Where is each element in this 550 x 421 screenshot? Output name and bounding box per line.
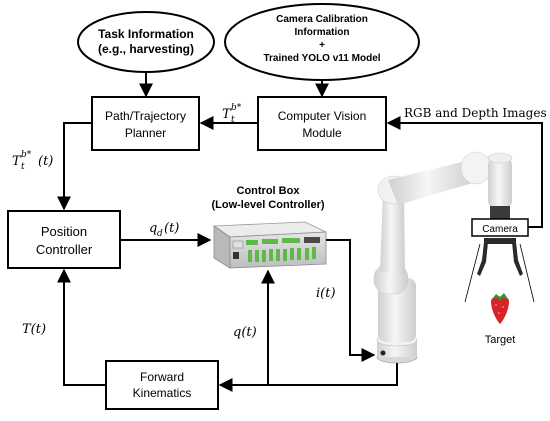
camera-calib-line2: Information — [295, 27, 350, 38]
cv-module-line1: Computer Vision — [278, 109, 367, 123]
svg-text:(t): (t) — [164, 221, 179, 236]
path-planner-node: Path/Trajectory Planner — [91, 96, 200, 151]
camera-calibration-node: Camera Calibration Information + Trained… — [224, 3, 420, 81]
path-planner-line2: Planner — [125, 126, 166, 140]
control-box-subtitle: (Low-level Controller) — [211, 199, 324, 211]
task-info-node: Task Information (e.g., harvesting) — [77, 11, 215, 73]
position-controller-node: Position Controller — [7, 210, 121, 269]
svg-text:t: t — [231, 115, 235, 125]
rgb-depth-label: RGB and Depth Images — [404, 106, 547, 120]
cv-module-node: Computer Vision Module — [257, 96, 387, 151]
strawberry-icon — [491, 293, 509, 324]
camera-calib-line1: Camera Calibration — [276, 14, 368, 25]
fov-line-left — [464, 243, 481, 303]
position-controller-line1: Position — [41, 224, 87, 239]
task-info-line2: (e.g., harvesting) — [98, 42, 194, 56]
svg-text:q: q — [149, 221, 157, 236]
svg-text:d: d — [157, 229, 163, 239]
camera-to-cv-arrow — [386, 116, 543, 228]
qd-t-label: q d (t) — [149, 221, 179, 239]
svg-text:T: T — [222, 107, 232, 122]
fov-line-right — [519, 243, 535, 303]
camera-label: Camera — [482, 224, 518, 235]
svg-text:b*: b* — [231, 103, 242, 113]
tt-bstar-t-label: T b* t (t) — [12, 150, 53, 172]
svg-text:(t): (t) — [38, 154, 53, 169]
svg-text:t: t — [21, 162, 25, 172]
q-t-label: q(t) — [233, 325, 257, 340]
robot-arm-image — [373, 151, 523, 364]
path-planner-line1: Path/Trajectory — [105, 109, 186, 123]
forward-kinematics-line1: Forward — [140, 370, 184, 384]
task-info-line1: Task Information — [98, 27, 194, 41]
planner-to-controller-arrow — [57, 122, 92, 211]
cv-module-line2: Module — [302, 126, 342, 140]
svg-text:T: T — [12, 154, 22, 169]
target-label: Target — [485, 334, 516, 346]
T-t-label: T(t) — [22, 322, 46, 337]
robot-to-fk-arrow — [218, 363, 398, 392]
forward-kinematics-node: Forward Kinematics — [105, 360, 219, 410]
i-t-label: i(t) — [316, 286, 336, 301]
control-box-title: Control Box — [237, 185, 301, 197]
camera-calib-line4: Trained YOLO v11 Model — [263, 53, 380, 64]
fk-to-controller-arrow — [57, 268, 106, 386]
camera-calib-line3: + — [319, 40, 325, 51]
box-to-robot-arrow — [326, 239, 376, 362]
base-port-icon — [380, 350, 386, 356]
forward-kinematics-line2: Kinematics — [133, 386, 192, 400]
tt-bstar-label: T b* t — [222, 103, 242, 125]
position-controller-line2: Controller — [36, 242, 93, 257]
svg-text:b*: b* — [21, 150, 32, 160]
camera-node: Camera — [471, 218, 529, 237]
control-box-device — [212, 221, 327, 269]
